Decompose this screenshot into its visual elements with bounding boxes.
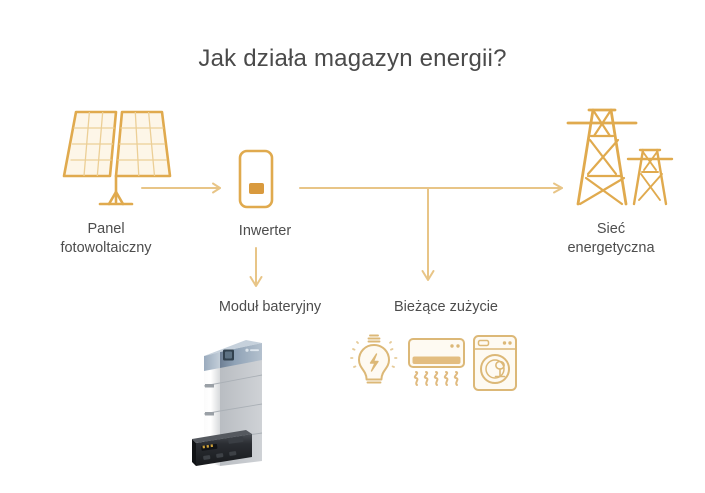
power-transmission-tower-icon: [548, 96, 674, 215]
label-inwerter: Inwerter: [238, 223, 292, 239]
flow-inverter-to-battery: [249, 247, 263, 287]
consumption-appliance-icons: [348, 332, 518, 403]
label-panel-fotowoltaiczny: Panel fotowoltaiczny: [60, 221, 152, 256]
energy-flow-arrows: [0, 90, 705, 315]
inverter-icon: [228, 148, 284, 217]
label-biezace-zuzycie: Bieżące zużycie: [394, 299, 498, 315]
label-modul-bateryjny: Moduł bateryjny: [218, 299, 322, 315]
flow-panel-to-inverter: [141, 182, 221, 194]
solar-panel-icon: [42, 100, 178, 223]
flow-bus-to-consumption: [421, 188, 435, 281]
label-siec-energetyczna: Sieć energetyczna: [567, 221, 655, 256]
washing-machine-icon: [473, 335, 517, 391]
lightbulb-icon: [350, 334, 398, 384]
battery-module-photo: [190, 330, 310, 480]
air-conditioner-icon: [408, 338, 465, 386]
page-title: Jak działa magazyn energii?: [198, 45, 507, 72]
flow-inverter-to-grid: [299, 182, 563, 194]
